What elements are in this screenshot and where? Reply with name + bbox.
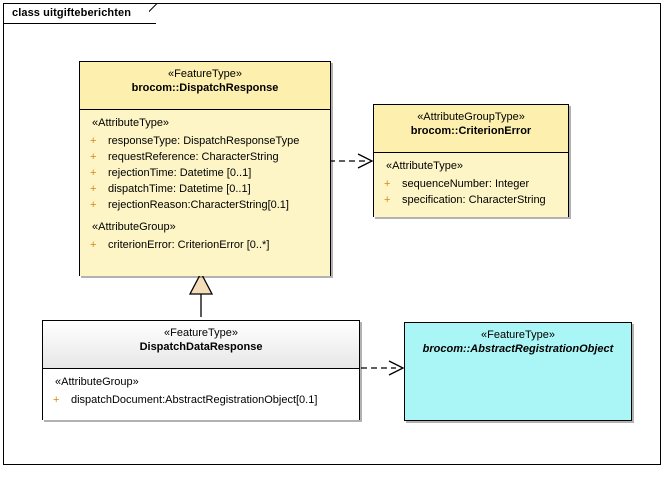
attribute-group-label: «AttributeGroup»: [92, 221, 176, 233]
class-header-dispatch-data-response: «FeatureType» DispatchDataResponse: [43, 321, 359, 369]
attribute-row[interactable]: + rejectionTime: Datetime [0..1]: [82, 165, 328, 181]
class-stereotype: «AttributeGroupType»: [417, 111, 525, 123]
diagram-title: class uitgifteberichten: [12, 7, 132, 19]
class-name: brocom::CriterionError: [410, 125, 532, 137]
class-box-criterion-error[interactable]: «AttributeGroupType» brocom::CriterionEr…: [373, 104, 569, 217]
class-box-dispatch-response[interactable]: «FeatureType» brocom::DispatchResponse «…: [79, 61, 331, 276]
dependency-dispatchresponse-to-criterionerror[interactable]: [329, 153, 374, 169]
attribute-text: responseType: DispatchResponseType: [108, 135, 300, 147]
class-header-abstract-registration-object: «FeatureType» brocom::AbstractRegistrati…: [405, 323, 631, 371]
visibility-marker: +: [90, 135, 97, 147]
attribute-row[interactable]: + sequenceNumber: Integer: [376, 176, 566, 192]
attribute-row[interactable]: + dispatchTime: Datetime [0..1]: [82, 181, 328, 197]
diagram-frame-tab-cut: [149, 3, 171, 25]
visibility-marker: +: [384, 194, 391, 206]
visibility-marker: +: [90, 239, 97, 251]
attribute-text: rejectionReason:CharacterString[0.1]: [108, 199, 289, 211]
hollow-triangle-arrowhead: [188, 271, 214, 295]
visibility-marker: +: [90, 151, 97, 163]
class-name: brocom::DispatchResponse: [131, 82, 279, 94]
class-attributes-dispatch-response: «AttributeType» + responseType: DispatchR…: [80, 110, 330, 276]
attribute-text: dispatchDocument:AbstractRegistrationObj…: [71, 394, 318, 406]
class-attributes-dispatch-data-response: «AttributeGroup» + dispatchDocument:Abstr…: [43, 369, 359, 420]
class-name: DispatchDataResponse: [139, 341, 263, 353]
attribute-row[interactable]: + dispatchDocument:AbstractRegistrationOb…: [45, 392, 357, 408]
attribute-text: rejectionTime: Datetime [0..1]: [108, 167, 252, 179]
attribute-text: criterionError: CriterionError [0..*]: [108, 239, 270, 251]
attribute-row[interactable]: + criterionError: CriterionError [0..*]: [82, 237, 328, 253]
diagram-frame-tab: class uitgifteberichten: [4, 4, 156, 24]
attribute-text: requestReference: CharacterString: [108, 151, 279, 163]
class-header-dispatch-response: «FeatureType» brocom::DispatchResponse: [80, 62, 330, 110]
attribute-text: specification: CharacterString: [402, 194, 546, 206]
class-stereotype: «FeatureType»: [168, 68, 242, 80]
visibility-marker: +: [90, 199, 97, 211]
attribute-row[interactable]: + responseType: DispatchResponseType: [82, 133, 328, 149]
class-attributes-criterion-error: «AttributeType» + sequenceNumber: Integer…: [374, 153, 568, 217]
attribute-group-label: «AttributeType»: [386, 160, 464, 172]
attribute-text: dispatchTime: Datetime [0..1]: [108, 183, 251, 195]
open-arrowhead-1: [357, 153, 374, 169]
open-arrowhead-2: [388, 360, 405, 376]
visibility-marker: +: [90, 167, 97, 179]
visibility-marker: +: [53, 394, 60, 406]
class-name: brocom::AbstractRegistrationObject: [422, 343, 614, 355]
generalization-dispatchdataresponse-to-dispatchresponse[interactable]: [188, 271, 214, 317]
attribute-group-label: «AttributeGroup»: [55, 376, 139, 388]
attribute-row[interactable]: + rejectionReason:CharacterString[0.1]: [82, 197, 328, 213]
attribute-group-label: «AttributeType»: [92, 117, 170, 129]
attribute-row[interactable]: + specification: CharacterString: [376, 192, 566, 208]
dependency-dispatchdataresponse-to-abstractregistrationobject[interactable]: [361, 360, 405, 376]
visibility-marker: +: [384, 178, 391, 190]
attribute-text: sequenceNumber: Integer: [402, 178, 530, 190]
diagram-frame: class uitgifteberichten CriterionError -…: [3, 3, 661, 465]
attribute-row[interactable]: + requestReference: CharacterString: [82, 149, 328, 165]
class-box-dispatch-data-response[interactable]: «FeatureType» DispatchDataResponse «Attr…: [42, 320, 360, 420]
class-stereotype: «FeatureType»: [481, 329, 555, 341]
class-header-criterion-error: «AttributeGroupType» brocom::CriterionEr…: [374, 105, 568, 153]
class-box-abstract-registration-object[interactable]: «FeatureType» brocom::AbstractRegistrati…: [404, 322, 632, 421]
class-stereotype: «FeatureType»: [164, 327, 238, 339]
visibility-marker: +: [90, 183, 97, 195]
